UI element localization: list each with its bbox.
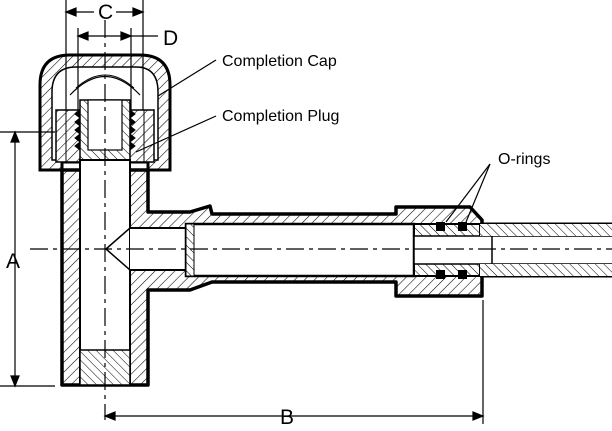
- tubing: [480, 222, 612, 278]
- center-lines: [30, 20, 612, 420]
- dimension-label-a: A: [6, 250, 20, 273]
- leader-lines: [135, 59, 491, 223]
- dimension-label-d: D: [163, 27, 178, 50]
- label-o-rings: O-rings: [498, 151, 550, 168]
- tee-body: [60, 159, 493, 387]
- dimension-lines: [0, 0, 485, 424]
- dimension-label-b: B: [280, 406, 294, 429]
- o-rings: [436, 222, 467, 279]
- label-completion-cap: Completion Cap: [222, 53, 337, 70]
- dimension-label-c: C: [98, 1, 113, 24]
- label-completion-plug: Completion Plug: [222, 108, 339, 125]
